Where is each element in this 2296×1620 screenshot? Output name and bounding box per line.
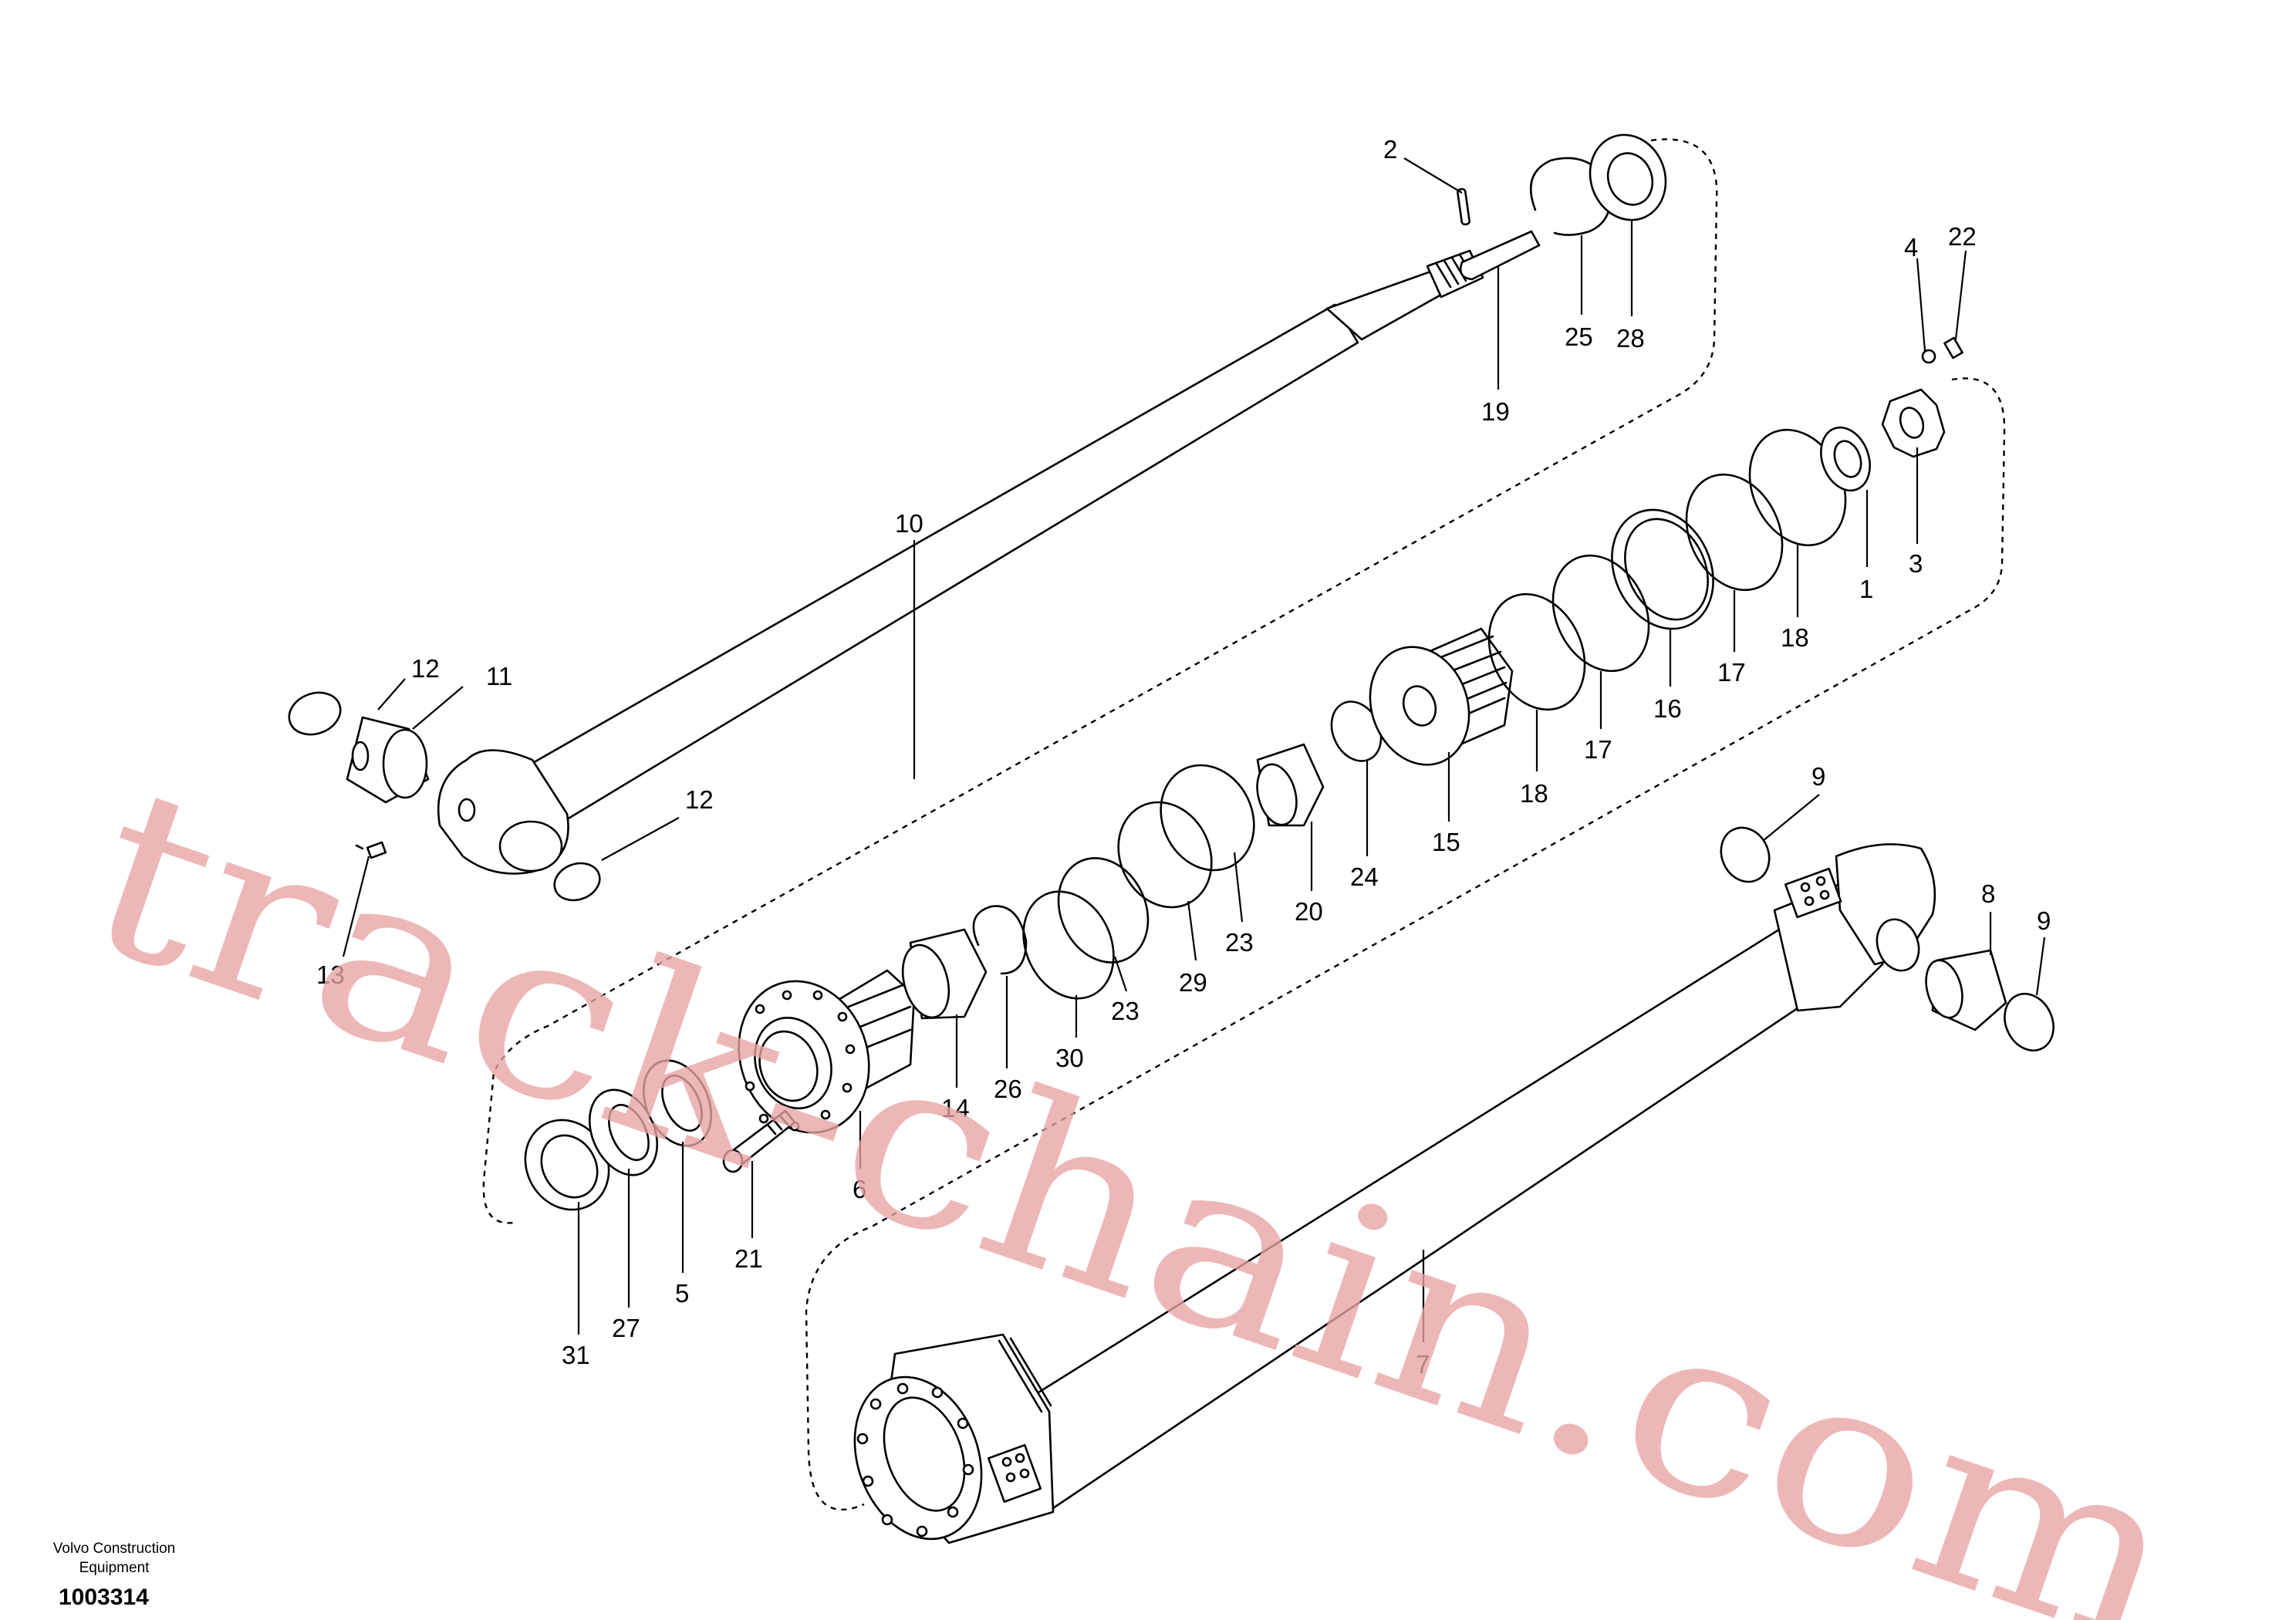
head-bolt: [722, 1109, 796, 1173]
seal-ring-30: [1022, 890, 1115, 1000]
callout-24: 24: [1350, 862, 1379, 891]
wear-ring-18-a: [1487, 592, 1586, 711]
callout-17-right: 17: [1717, 658, 1746, 687]
callout-18-right: 18: [1781, 623, 1809, 652]
washer-top: [1589, 133, 1667, 221]
callout-1: 1: [1859, 575, 1873, 603]
cylinder-head: [738, 969, 916, 1134]
callout-28: 28: [1616, 324, 1645, 353]
callout-6: 6: [853, 1175, 866, 1203]
piston-rod: [437, 249, 1484, 875]
callout-11: 11: [486, 662, 512, 690]
lock-ring: [1820, 426, 1871, 492]
callout-3: 3: [1909, 549, 1923, 578]
callout-17-left: 17: [1584, 735, 1612, 764]
callout-27: 27: [612, 1314, 640, 1342]
backup-ring-23-b: [1160, 764, 1255, 872]
set-screw: [1943, 336, 1963, 359]
rod-eye-seal-right: [553, 862, 601, 902]
tube-eye-seal-top: [1720, 826, 1771, 883]
cushion-plunger: [1459, 230, 1541, 281]
callout-19: 19: [1481, 397, 1510, 426]
callout-22: 22: [1948, 222, 1977, 251]
brand-line-1: Volvo Construction: [53, 1541, 175, 1557]
rod-eye-seal-left: [288, 691, 342, 736]
callout-14: 14: [941, 1094, 970, 1122]
callout-23-right: 23: [1225, 928, 1254, 957]
callout-30: 30: [1055, 1044, 1084, 1072]
seal-ring-17-a: [1551, 554, 1650, 673]
callout-16: 16: [1653, 694, 1682, 723]
drawing-number: 1003314: [59, 1585, 149, 1610]
callout-25: 25: [1565, 322, 1593, 351]
head-bushing: [901, 928, 988, 1020]
callout-31: 31: [562, 1341, 590, 1369]
tube-eye-seal-right: [2004, 993, 2055, 1051]
lock-pin: [1457, 187, 1470, 226]
leader-lines: [342, 157, 2046, 1342]
callout-29: 29: [1179, 968, 1207, 997]
callout-18-left: 18: [1520, 779, 1548, 808]
callout-2: 2: [1383, 135, 1397, 164]
callout-12-top: 12: [411, 654, 440, 683]
piston-assembly-outline: [805, 377, 2006, 1511]
tube-eye-bushing: [1925, 949, 2007, 1031]
callout-5: 5: [675, 1279, 689, 1308]
rod-seal-27: [588, 1088, 659, 1176]
callout-12-right: 12: [685, 785, 714, 814]
buffer-seal-5: [642, 1059, 713, 1147]
grease-nipple: [355, 841, 387, 859]
cylinder-tube: [853, 843, 1936, 1544]
dust-seal-31: [524, 1119, 610, 1211]
callout-labels: 2 19 25 28 4 22 3 1 18 17 16 17 18 15 24…: [316, 135, 2051, 1379]
callout-13: 13: [316, 960, 345, 989]
rod-assembly-outline: [482, 138, 1718, 1224]
callout-7: 7: [1416, 1350, 1430, 1379]
callout-23-left: 23: [1111, 997, 1140, 1025]
callout-9-top: 9: [1811, 762, 1825, 791]
callout-4: 4: [1904, 233, 1918, 262]
rod-eye-bushing: [346, 716, 430, 804]
callout-9-right: 9: [2037, 906, 2051, 935]
callout-10: 10: [895, 509, 923, 538]
brand-line-2: Equipment: [79, 1560, 150, 1576]
rod-seal-29: [1117, 801, 1213, 909]
cushion-sleeve: [1256, 743, 1325, 827]
snap-ring-head: [972, 905, 1028, 975]
callout-8: 8: [1981, 879, 1995, 908]
piston: [1369, 627, 1514, 766]
backup-ring-23-a: [1057, 857, 1150, 964]
callout-20: 20: [1295, 897, 1323, 926]
callout-26: 26: [994, 1075, 1022, 1103]
steel-ball: [1921, 349, 1936, 364]
callout-21: 21: [734, 1244, 763, 1273]
callout-15: 15: [1432, 828, 1460, 856]
piston-seal-16: [1611, 508, 1714, 630]
piston-nut: [1881, 388, 1946, 458]
seal-ring-17-b: [1685, 473, 1784, 592]
